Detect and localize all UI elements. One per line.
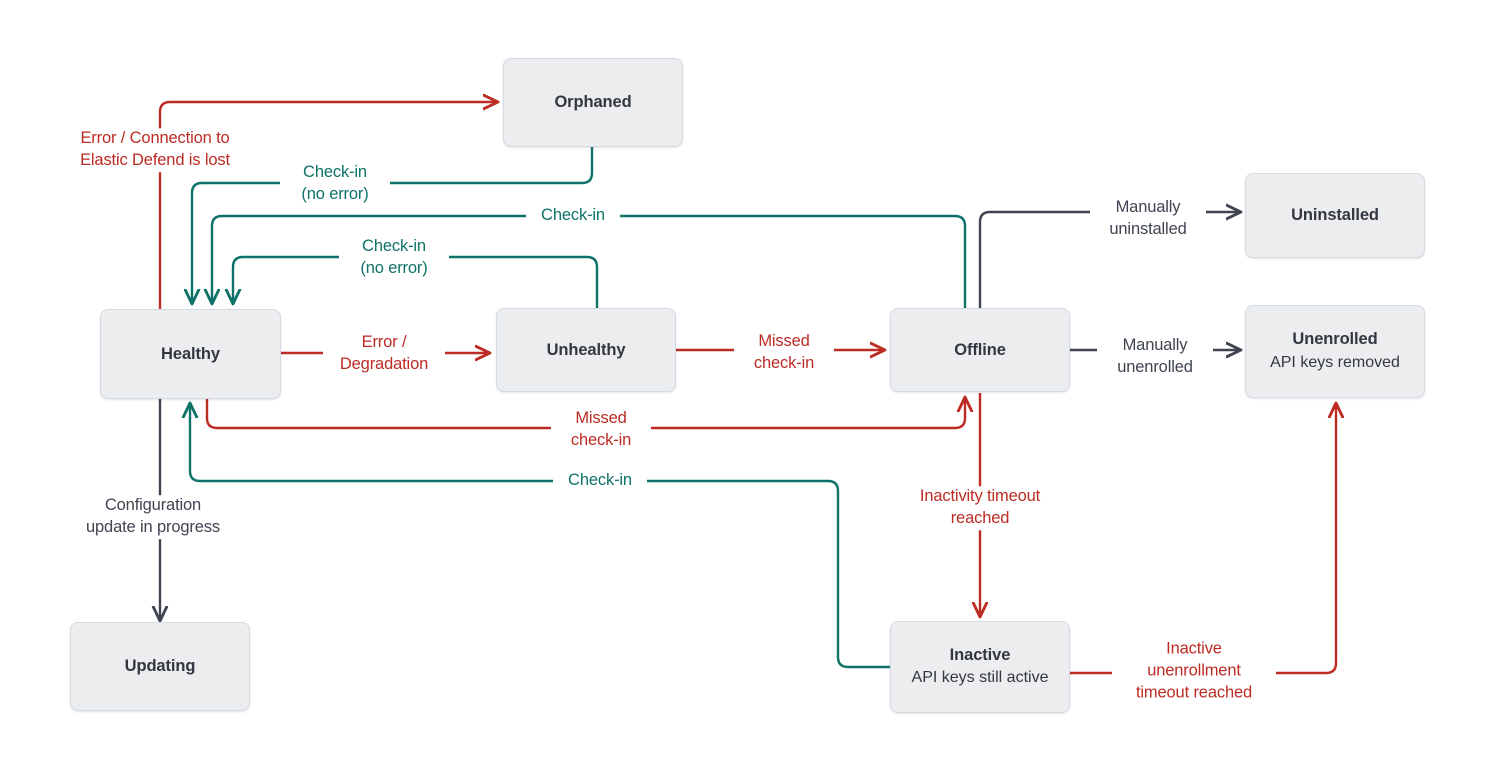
edge-label-orphaned-to-healthy: Check-in (no error)	[280, 162, 390, 206]
node-inactive[interactable]: Inactive API keys still active	[890, 621, 1070, 713]
edge-label-healthy-to-orphaned: Error / Connection to Elastic Defend is …	[55, 128, 255, 172]
node-updating[interactable]: Updating	[70, 622, 250, 711]
edge-label-healthy-to-offline: Missed check-in	[551, 408, 651, 452]
edge-label-offline-to-unenrolled: Manually unenrolled	[1097, 335, 1213, 379]
node-unhealthy[interactable]: Unhealthy	[496, 308, 676, 392]
node-unenrolled-title: Unenrolled	[1292, 330, 1378, 349]
node-uninstalled[interactable]: Uninstalled	[1245, 173, 1425, 258]
edge-label-healthy-to-updating: Configuration update in progress	[63, 495, 243, 539]
node-healthy-title: Healthy	[161, 344, 220, 363]
edge-offline-to-uninstalled	[978, 212, 1240, 308]
edge-offline-to-healthy	[212, 214, 967, 308]
edge-label-inactive-to-unenrolled: Inactive unenrollment timeout reached	[1112, 638, 1276, 704]
node-unenrolled[interactable]: Unenrolled API keys removed	[1245, 305, 1425, 398]
node-uninstalled-title: Uninstalled	[1291, 206, 1379, 225]
edge-healthy-to-orphaned	[158, 102, 497, 309]
node-orphaned-title: Orphaned	[554, 93, 632, 112]
edge-label-healthy-to-unhealthy: Error / Degradation	[323, 332, 445, 376]
edge-label-offline-to-healthy: Check-in	[526, 205, 620, 227]
edge-label-unhealthy-to-healthy: Check-in (no error)	[339, 236, 449, 280]
edge-orphaned-to-healthy	[192, 147, 594, 303]
node-offline-title: Offline	[954, 340, 1006, 359]
edge-inactive-to-healthy	[190, 404, 890, 669]
node-unenrolled-subtitle: API keys removed	[1270, 353, 1400, 371]
edge-label-offline-to-uninstalled: Manually uninstalled	[1090, 197, 1206, 241]
edge-label-unhealthy-to-offline: Missed check-in	[734, 331, 834, 375]
edge-label-inactive-to-healthy: Check-in	[553, 470, 647, 492]
node-inactive-title: Inactive	[949, 645, 1011, 664]
edge-inactive-to-unenrolled	[1070, 404, 1336, 675]
node-updating-title: Updating	[124, 657, 196, 676]
node-offline[interactable]: Offline	[890, 308, 1070, 392]
node-inactive-subtitle: API keys still active	[911, 669, 1049, 687]
node-orphaned[interactable]: Orphaned	[503, 58, 683, 147]
node-unhealthy-title: Unhealthy	[546, 340, 626, 359]
node-healthy[interactable]: Healthy	[100, 309, 281, 399]
edge-label-offline-to-inactive: Inactivity timeout reached	[900, 486, 1060, 530]
